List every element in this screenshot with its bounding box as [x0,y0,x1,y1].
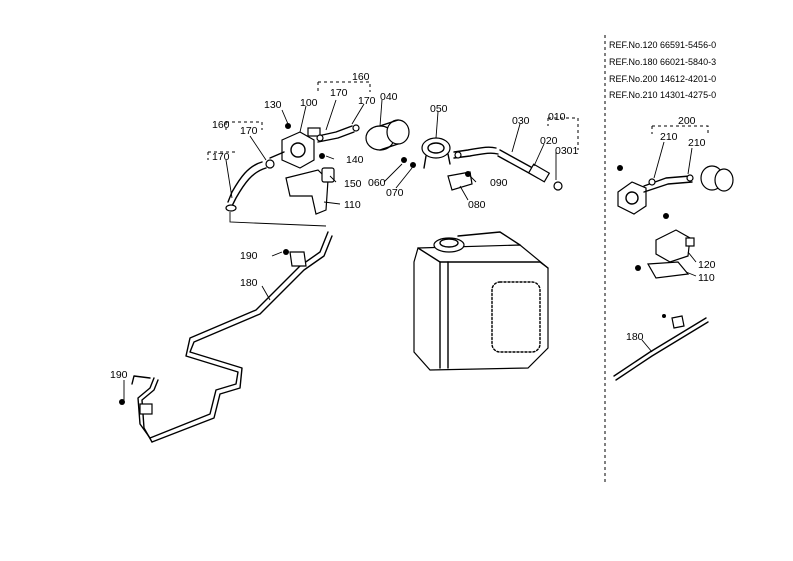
label-inset-110: 110 [698,272,715,284]
part-labels: 010 020 030 0301 040 050 060 070 080 090… [110,71,716,381]
label-0301: 0301 [555,145,579,157]
connection-line [229,212,327,227]
label-170-c: 170 [240,125,258,137]
washer-070 [410,162,416,168]
label-050: 050 [430,103,448,115]
fuel-pump [269,123,321,169]
group-160-top [317,81,371,92]
fuel-tank [413,231,549,371]
clamp-190-top [289,251,307,267]
label-160-left: 160 [212,119,230,131]
clamp-left [225,204,237,212]
part-150 [321,167,335,183]
bracket-110 [285,169,329,215]
label-080: 080 [468,199,486,211]
label-130: 130 [264,99,282,111]
label-170-a: 170 [330,87,348,99]
label-110: 110 [344,199,361,211]
label-030: 030 [512,115,530,127]
reference-list: REF.No.120 66591-5456-0 REF.No.180 66021… [609,40,716,100]
label-020: 020 [540,135,558,147]
ref-180: REF.No.180 66021-5840-3 [609,57,716,67]
label-inset-120: 120 [698,259,716,271]
label-040: 040 [380,91,398,103]
label-170-d: 170 [212,151,230,163]
label-190-top: 190 [240,250,258,262]
hose-030 [453,146,497,153]
filter-clamp-050 [421,137,451,169]
label-070: 070 [386,187,404,199]
group-200 [651,125,709,134]
pipe-020 [497,149,551,183]
ref-120: REF.No.120 66591-5456-0 [609,40,716,50]
label-090: 090 [490,177,508,189]
label-inset-180: 180 [626,331,644,343]
label-010: 010 [548,111,566,123]
label-170-b: 170 [358,95,376,107]
fuel-filter-040 [365,119,410,151]
bolt-090 [465,171,471,177]
hose-170-top [317,125,353,137]
label-190-bottom: 190 [110,369,128,381]
group-170-left [207,151,236,160]
bracket-080 [447,171,473,191]
label-060: 060 [368,177,386,189]
label-210-b: 210 [688,137,706,149]
bolt-140 [319,153,325,159]
label-140: 140 [346,154,364,166]
group-160-left [225,121,263,130]
label-210-a: 210 [660,131,678,143]
ref-210: REF.No.210 14301-4275-0 [609,90,716,100]
fuel-pipe-180 [119,231,333,443]
hose-170-left [231,167,267,207]
label-160-top: 160 [352,71,370,83]
label-100: 100 [300,97,318,109]
clamp-0301 [553,181,563,191]
label-150: 150 [344,178,362,190]
label-200: 200 [678,115,696,127]
group-010 [547,117,579,150]
leader-lines [123,99,557,400]
label-180: 180 [240,277,258,289]
inset-assembly [613,125,734,381]
screw-060 [401,157,407,163]
ref-200: REF.No.200 14612-4201-0 [609,74,716,84]
